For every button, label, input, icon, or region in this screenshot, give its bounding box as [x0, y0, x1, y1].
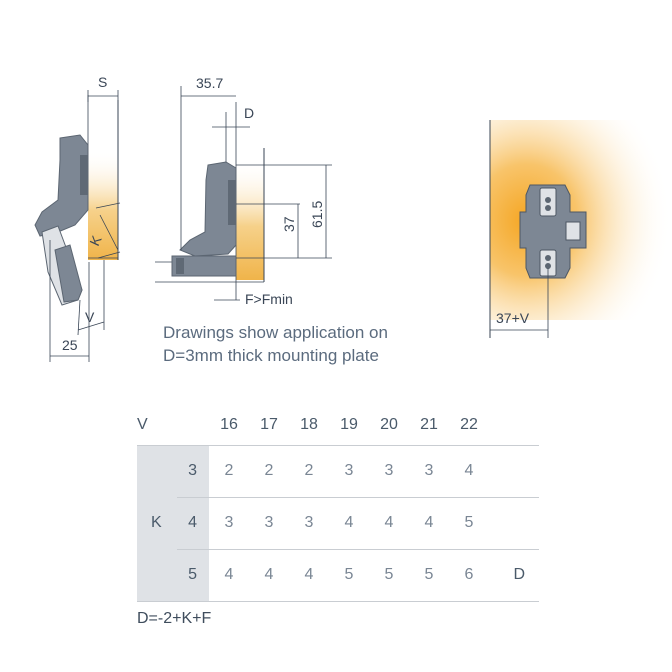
- d-value: 5: [464, 514, 474, 531]
- v-value: 18: [300, 415, 318, 433]
- note-line-1: Drawings show application on: [163, 323, 388, 342]
- d-value: 2: [224, 462, 234, 479]
- k-value: 5: [177, 549, 209, 601]
- mounting-plate: [519, 184, 587, 279]
- dim-35-7-label: 35.7: [196, 75, 223, 91]
- d-value: 3: [224, 514, 234, 531]
- middle-side-view: 35.7 D 37 61.5 F>Fmin: [155, 75, 332, 307]
- dim-v-label: V: [85, 309, 95, 325]
- v-value: 17: [260, 415, 278, 433]
- d-value: 3: [264, 514, 274, 531]
- d-value: 2: [304, 462, 314, 479]
- dim-d-label: D: [244, 105, 254, 121]
- v-value: 16: [220, 415, 238, 433]
- v-value: 21: [420, 415, 438, 433]
- d-value: 5: [344, 566, 354, 583]
- d-value: 3: [384, 462, 394, 479]
- dim-61-5-label: 61.5: [309, 201, 325, 228]
- left-side-view: S K V 25: [34, 74, 121, 362]
- v-value: 19: [340, 415, 358, 433]
- dim-37-label: 37: [281, 216, 297, 232]
- table-row: 5 4 4 4 5 5 5 6 D: [137, 549, 539, 601]
- note-line-2: D=3mm thick mounting plate: [163, 346, 379, 365]
- d-value: 3: [424, 462, 434, 479]
- left-wood-panel: [88, 150, 118, 260]
- d-value: 5: [384, 566, 394, 583]
- d-value: 4: [304, 566, 314, 583]
- table-row: K 3 2 2 2 3 3 3 4: [137, 445, 539, 601]
- middle-hinge-body: [179, 161, 237, 257]
- v-value: 22: [460, 415, 478, 433]
- left-hinge-cup: [80, 155, 88, 195]
- middle-wood-panel: [236, 160, 264, 280]
- dim-25-label: 25: [62, 337, 78, 353]
- formula: D=-2+K+F: [137, 610, 212, 627]
- d-value: 4: [224, 566, 234, 583]
- d-value: 4: [464, 462, 474, 479]
- v-axis-label: V: [137, 415, 148, 433]
- table-header-row: V 16 17 18 19 20 21 22: [137, 405, 539, 445]
- dim-fmin-label: F>Fmin: [245, 291, 293, 307]
- d-value: 3: [344, 462, 354, 479]
- application-note: Drawings show application on D=3mm thick…: [163, 321, 388, 367]
- k-value: 4: [177, 497, 209, 549]
- d-value: 6: [464, 566, 474, 583]
- middle-mounting-plate: [171, 255, 237, 277]
- d-value: 2: [264, 462, 274, 479]
- d-value: 4: [424, 514, 434, 531]
- dim-s-label: S: [98, 74, 107, 90]
- table-row: 4 3 3 3 4 4 4 5: [137, 497, 539, 549]
- right-front-view: 37+V: [489, 120, 672, 338]
- d-axis-label: D: [513, 566, 525, 583]
- d-value: 4: [264, 566, 274, 583]
- d-value: 4: [384, 514, 394, 531]
- k-value: 3: [177, 445, 209, 497]
- d-value: 5: [424, 566, 434, 583]
- d-value: 3: [304, 514, 314, 531]
- d-value: 4: [344, 514, 354, 531]
- v-k-d-table: V 16 17 18 19 20 21 22 K 3 2 2 2 3 3 3 4…: [137, 405, 539, 602]
- v-value: 20: [380, 415, 398, 433]
- dim-37-plus-v-label: 37+V: [496, 310, 530, 326]
- k-axis-label: K: [137, 445, 177, 601]
